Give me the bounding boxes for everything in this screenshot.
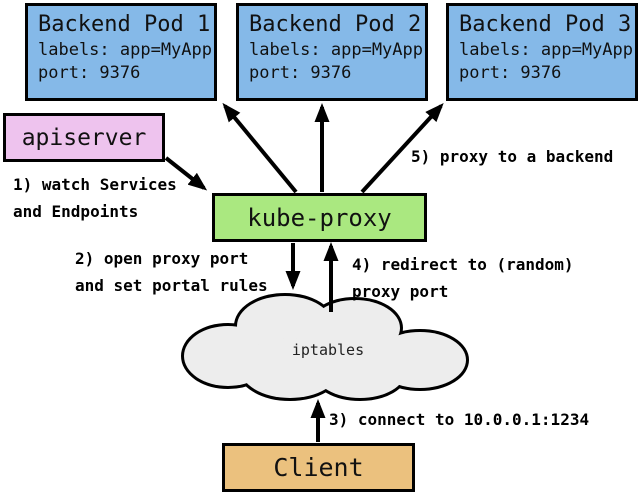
backend-pod-2: Backend Pod 2 labels: app=MyApp port: 93… [236, 3, 428, 101]
pod-title: Backend Pod 3 [459, 12, 632, 37]
annotation-step3-connect: 3) connect to 10.0.0.1:1234 [329, 410, 590, 429]
pod-title: Backend Pod 1 [38, 12, 211, 37]
pod-port: port: 9376 [38, 63, 141, 83]
backend-pod-3: Backend Pod 3 labels: app=MyApp port: 93… [446, 3, 638, 101]
pod-title: Backend Pod 2 [249, 12, 422, 37]
cloud-fill [184, 296, 466, 398]
arrow-kube-proxy-to-pod1 [222, 102, 298, 194]
annotation-step2-open-proxy-port: 2) open proxy port and set portal rules [75, 249, 268, 295]
iptables-label: iptables [292, 341, 364, 359]
kube-proxy-label: kube-proxy [247, 203, 392, 232]
pod-labels: labels: app=MyApp [38, 40, 212, 60]
pod-labels: labels: app=MyApp [459, 40, 633, 60]
annotation-step1-watch-services: 1) watch Services and Endpoints [13, 175, 177, 221]
iptables-cloud: iptables [181, 293, 469, 401]
pod-labels: labels: app=MyApp [249, 40, 423, 60]
pod-port: port: 9376 [249, 63, 352, 83]
client-label: Client [273, 453, 364, 482]
arrow-apiserver-to-kube-proxy [164, 156, 208, 191]
kube-proxy-node: kube-proxy [212, 193, 427, 242]
annotation-step5-proxy-backend: 5) proxy to a backend [411, 147, 614, 166]
annotation-step4-redirect: 4) redirect to (random) proxy port [352, 255, 574, 301]
backend-pod-1: Backend Pod 1 labels: app=MyApp port: 93… [25, 3, 217, 101]
arrow-kube-proxy-to-pod3 [360, 103, 444, 194]
client-node: Client [222, 443, 415, 492]
apiserver-node: apiserver [3, 113, 165, 162]
pod-port: port: 9376 [459, 63, 562, 83]
apiserver-label: apiserver [21, 124, 147, 151]
